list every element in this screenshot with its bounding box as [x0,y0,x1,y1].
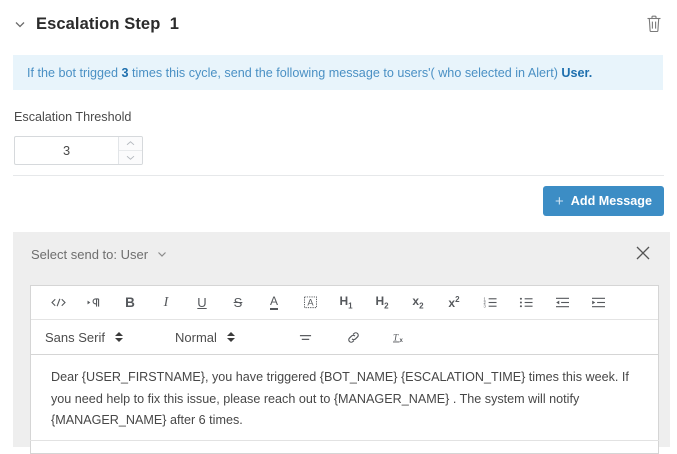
bullet-list-icon[interactable] [515,292,537,314]
escalation-threshold-stepper[interactable] [14,136,143,165]
indent-increase-icon[interactable] [587,292,609,314]
editor-toolbar-row-1: B I U S A A H1 H2 x2 x2 [31,286,658,319]
add-message-button[interactable]: + Add Message [543,186,664,216]
ordered-list-icon[interactable]: 1 2 3 [479,292,501,314]
select-send-to-dropdown[interactable]: Select send to: User [31,247,168,262]
escalation-threshold-input[interactable] [15,137,118,164]
subscript-icon[interactable]: x2 [412,294,424,311]
add-message-label: Add Message [570,194,652,208]
plus-icon: + [555,192,564,210]
svg-text:A: A [307,297,314,307]
text-direction-icon[interactable] [83,292,105,314]
svg-text:1: 1 [483,296,486,301]
message-card: Select send to: User [13,232,670,454]
font-family-value: Sans Serif [45,329,105,345]
svg-text:T: T [393,333,399,343]
heading-2-icon[interactable]: H2 [375,294,389,311]
trash-icon[interactable] [645,14,663,34]
indent-decrease-icon[interactable] [551,292,573,314]
code-block-icon[interactable] [47,292,69,314]
heading-1-icon[interactable]: H1 [339,294,353,311]
info-banner-text-middle: times this cycle, send the following mes… [128,65,562,80]
section-divider [13,175,664,176]
select-send-to-label: Select send to: User [31,246,149,262]
chevron-down-icon[interactable] [13,17,27,31]
highlight-color-icon[interactable]: A [299,292,321,314]
strikethrough-icon[interactable]: S [233,295,243,310]
info-banner-count: 3 [121,65,129,80]
svg-text:x: x [399,338,403,344]
escalation-threshold-label: Escalation Threshold [14,110,132,124]
panel-bottom-divider [30,440,659,441]
info-banner: If the bot trigged 3 times this cycle, s… [13,55,663,90]
rich-text-editor: B I U S A A H1 H2 x2 x2 [30,285,659,454]
step-header: Escalation Step 1 [0,0,677,48]
editor-toolbar-row-2: Sans Serif Normal [31,319,658,355]
svg-text:2: 2 [483,300,486,305]
link-icon[interactable] [342,326,364,348]
bold-icon[interactable]: B [125,294,135,310]
align-icon[interactable] [294,326,316,348]
italic-icon[interactable]: I [163,294,169,310]
chevron-down-icon [156,248,168,260]
message-card-header: Select send to: User [13,232,670,276]
info-banner-text-before: If the bot trigged [27,65,122,80]
font-family-select[interactable]: Sans Serif [45,330,175,345]
stepper-decrement-icon[interactable] [119,150,142,164]
clear-formatting-icon[interactable]: T x [388,326,410,348]
font-size-select[interactable]: Normal [175,330,294,345]
sort-arrows-icon [114,332,123,342]
font-size-value: Normal [175,329,217,345]
underline-icon[interactable]: U [197,295,207,310]
info-banner-target: User. [561,65,593,80]
stepper-increment-icon[interactable] [119,137,142,150]
svg-text:3: 3 [483,304,486,309]
page-title: Escalation Step 1 [36,14,180,33]
superscript-icon[interactable]: x2 [448,295,460,310]
font-color-icon[interactable]: A [269,294,278,310]
stepper-buttons [118,137,142,164]
message-body-text[interactable]: Dear {USER_FIRSTNAME}, you have triggere… [51,370,629,428]
close-icon[interactable] [633,243,653,263]
sort-arrows-icon [226,332,235,342]
